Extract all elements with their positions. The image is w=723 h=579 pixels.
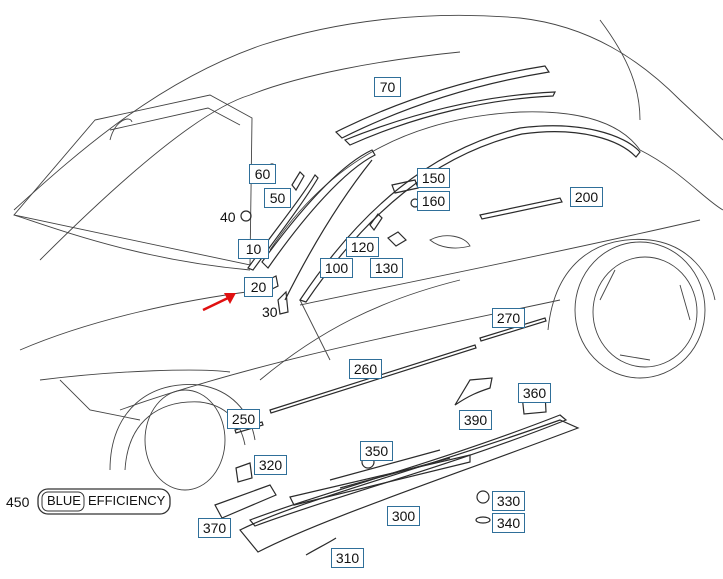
pointer-arrow [202,293,236,312]
callout-70[interactable]: 70 [374,77,401,97]
callout-10[interactable]: 10 [238,239,269,259]
callout-20[interactable]: 20 [244,277,273,297]
callout-350[interactable]: 350 [360,441,393,461]
badge-text-left: BLUE [47,493,81,508]
callout-300[interactable]: 300 [387,506,420,526]
callout-160[interactable]: 160 [417,191,450,211]
trim-parts [214,65,641,556]
callout-260[interactable]: 260 [349,359,382,379]
callout-330[interactable]: 330 [492,491,525,511]
callout-320[interactable]: 320 [254,455,287,475]
callout-390[interactable]: 390 [459,410,492,430]
callout-360[interactable]: 360 [518,383,551,403]
callout-340[interactable]: 340 [492,513,525,533]
callout-370[interactable]: 370 [198,518,231,538]
callout-270[interactable]: 270 [492,308,525,328]
callout-30[interactable]: 30 [262,304,278,320]
callout-150[interactable]: 150 [417,168,450,188]
callout-130[interactable]: 130 [370,258,403,278]
callout-60[interactable]: 60 [249,164,276,184]
callout-40[interactable]: 40 [220,209,236,225]
callout-120[interactable]: 120 [346,237,379,257]
callout-310[interactable]: 310 [331,548,364,568]
blue-efficiency-badge [37,488,171,515]
callout-250[interactable]: 250 [227,409,260,429]
callout-450[interactable]: 450 [6,494,30,510]
badge-text-right: EFFICIENCY [88,493,166,508]
callout-100[interactable]: 100 [320,258,353,278]
callout-200[interactable]: 200 [570,187,603,207]
callout-50[interactable]: 50 [264,188,291,208]
